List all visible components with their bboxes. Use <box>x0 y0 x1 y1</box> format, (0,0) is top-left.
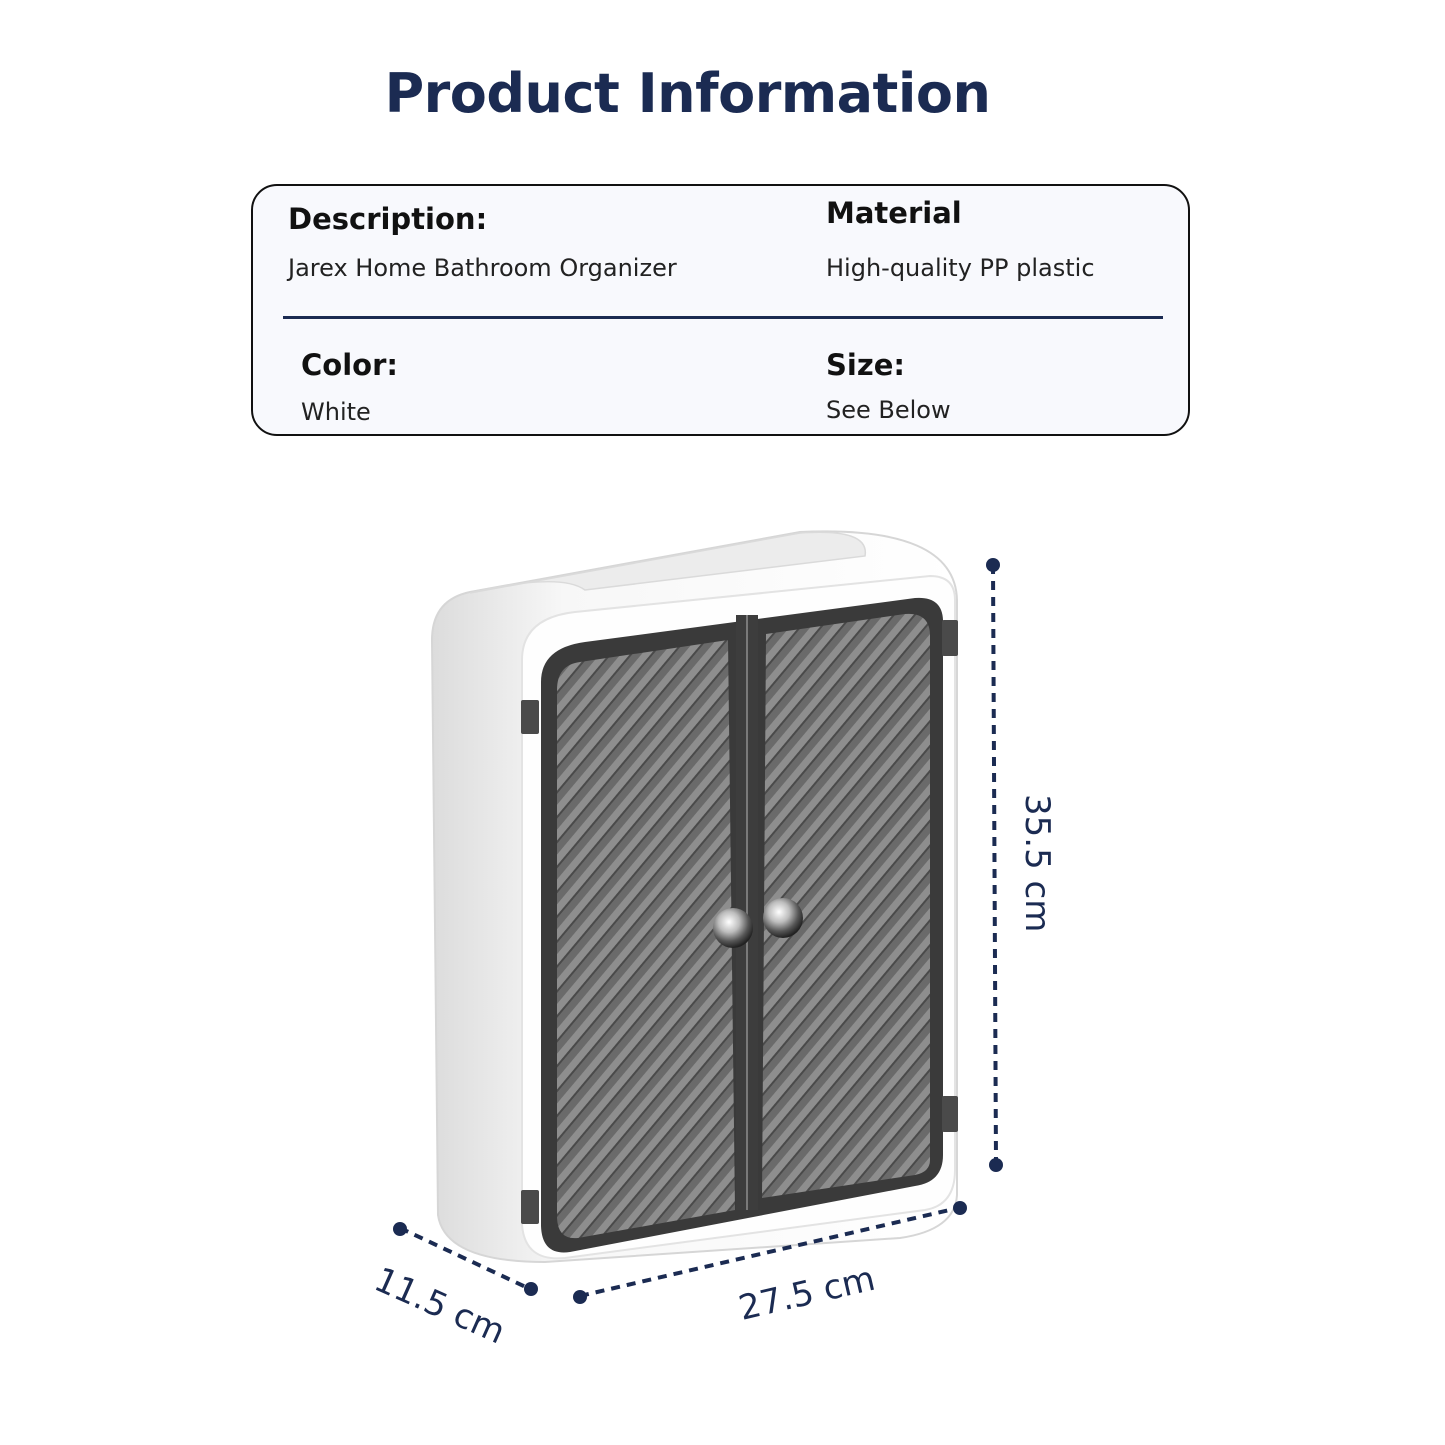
material-value: High-quality PP plastic <box>826 254 1095 282</box>
size-label: Size: <box>826 348 905 382</box>
size-value: See Below <box>826 396 951 424</box>
description-value: Jarex Home Bathroom Organizer <box>288 254 677 282</box>
product-info-card: Description: Jarex Home Bathroom Organiz… <box>251 184 1190 436</box>
depth-label: 11.5 cm <box>368 1260 511 1353</box>
page-title: Product Information <box>384 62 991 125</box>
description-label: Description: <box>288 202 488 236</box>
color-label: Color: <box>301 348 398 382</box>
material-label: Material <box>826 196 962 230</box>
width-label: 27.5 cm <box>735 1259 879 1329</box>
bathroom-cabinet-illustration <box>430 530 958 1264</box>
info-divider <box>283 316 1163 319</box>
chrome-knob-icon <box>763 898 803 938</box>
chrome-knob-icon <box>713 908 753 948</box>
height-dimension: 35.5 cm <box>986 558 1057 1172</box>
height-label: 35.5 cm <box>1017 794 1057 932</box>
color-value: White <box>301 398 371 426</box>
